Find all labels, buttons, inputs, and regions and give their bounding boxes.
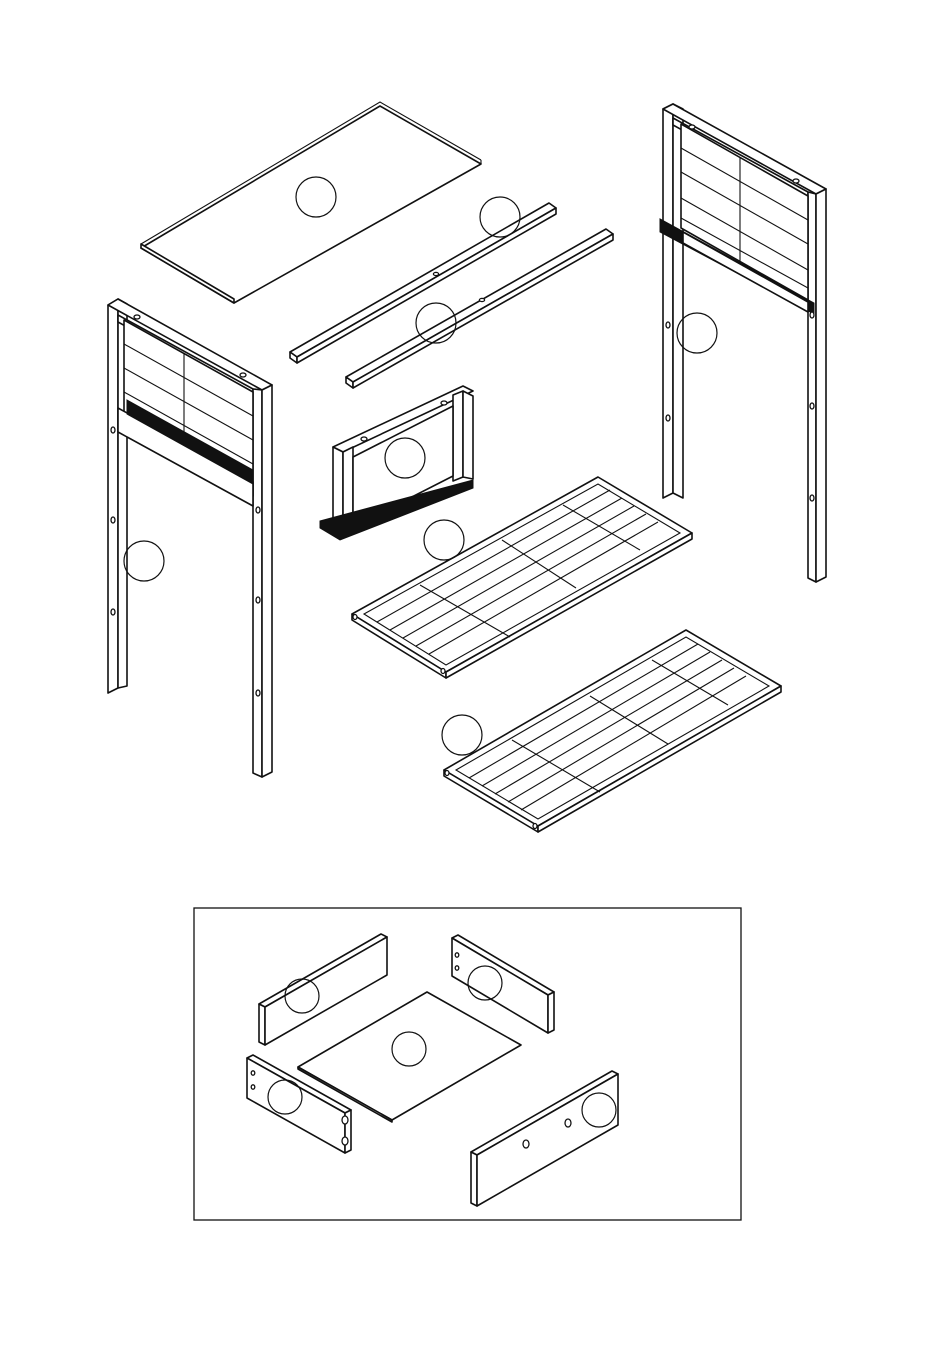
right-side-frame [660,104,826,582]
drawer-inset [194,908,741,1220]
lower-slatted-shelf [442,630,781,832]
drawer-front [471,1071,618,1206]
center-divider-frame [320,386,473,540]
callout-circle [424,520,464,560]
callout-circle [442,715,482,755]
left-side-frame [108,299,272,777]
callout-circle [124,541,164,581]
